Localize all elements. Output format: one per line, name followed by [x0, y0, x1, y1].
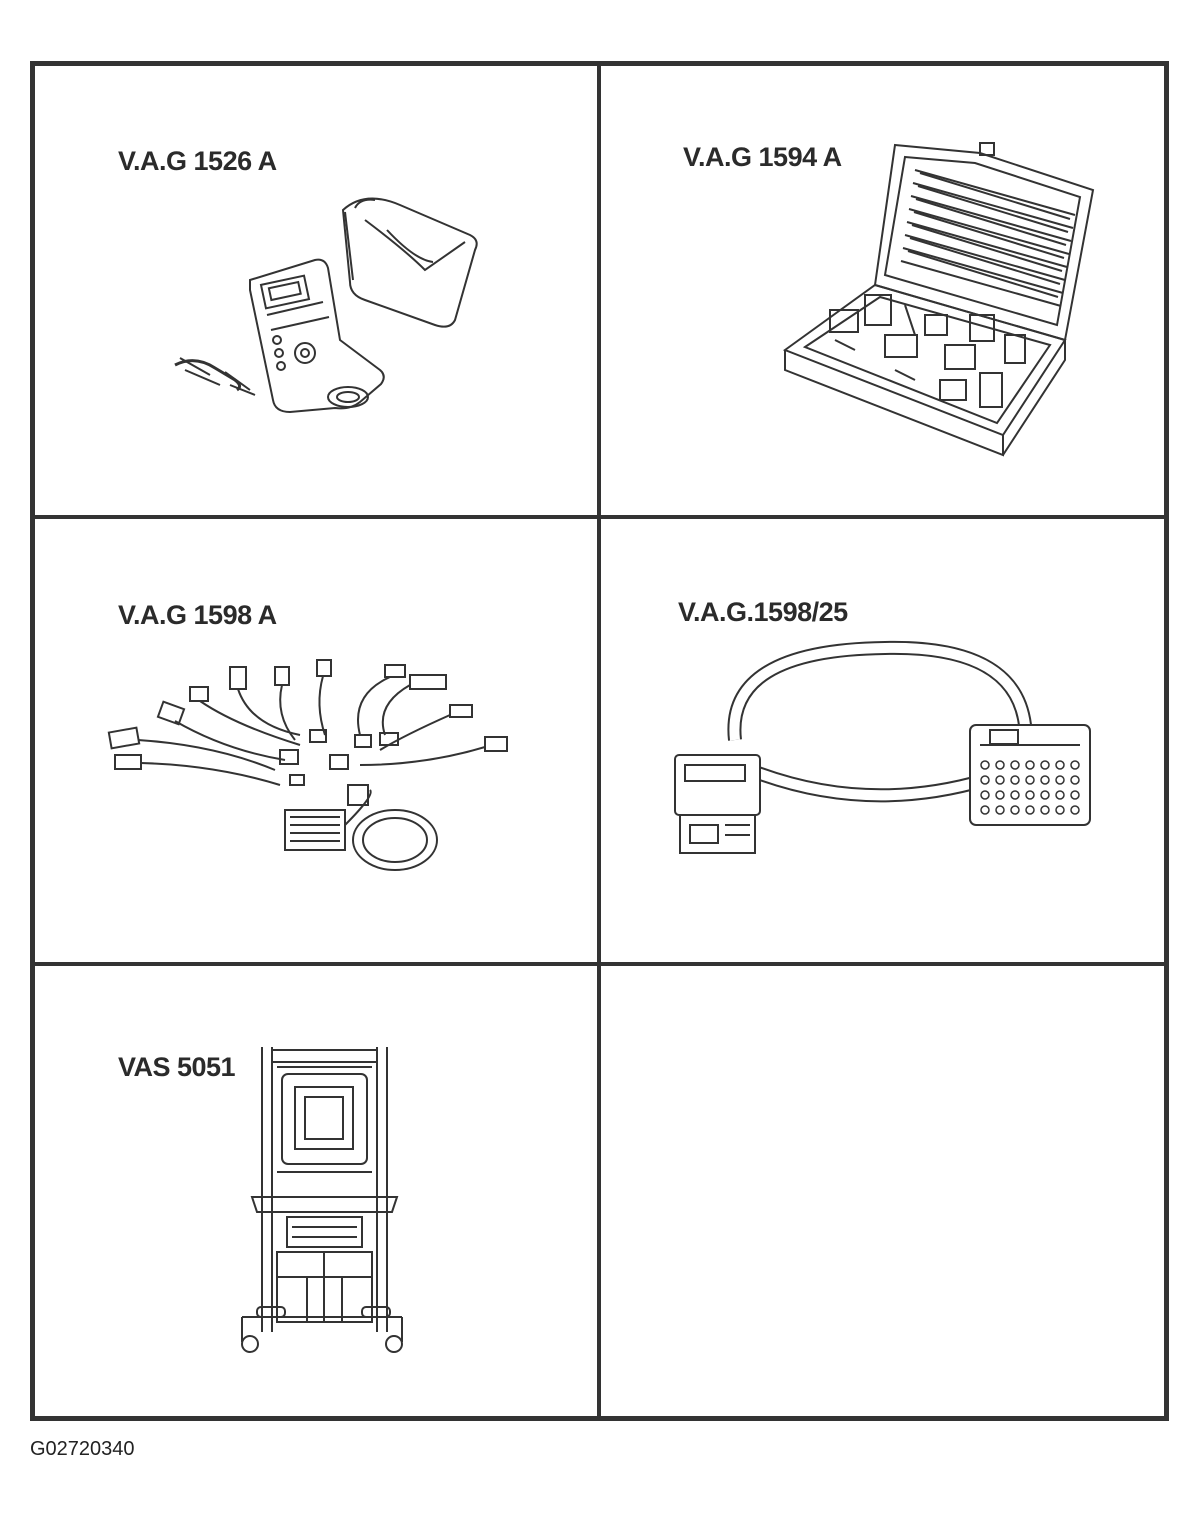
tool-label-vag-1598a: V.A.G 1598 A — [118, 600, 277, 630]
multimeter-with-case-illustration — [165, 190, 485, 425]
diagnostic-cart-illustration — [232, 1042, 412, 1357]
figure-code: G02720340 — [30, 1438, 135, 1460]
adapter-set-case-illustration — [775, 135, 1105, 450]
grid-divider-horizontal-2 — [35, 962, 1164, 966]
tool-label-vag-1598-25: V.A.G.1598/25 — [678, 597, 848, 627]
tool-label-vag-1594a: V.A.G 1594 A — [683, 142, 842, 172]
tool-label-vas-5051: VAS 5051 — [118, 1052, 236, 1082]
figure-frame — [30, 61, 1169, 1421]
adapter-cable-illustration — [665, 640, 1100, 855]
grid-divider-horizontal-1 — [35, 515, 1164, 519]
tool-label-vag-1526a: V.A.G 1526 A — [118, 146, 277, 176]
adapter-cable-set-illustration — [105, 655, 530, 890]
grid-divider-vertical — [597, 66, 601, 1416]
